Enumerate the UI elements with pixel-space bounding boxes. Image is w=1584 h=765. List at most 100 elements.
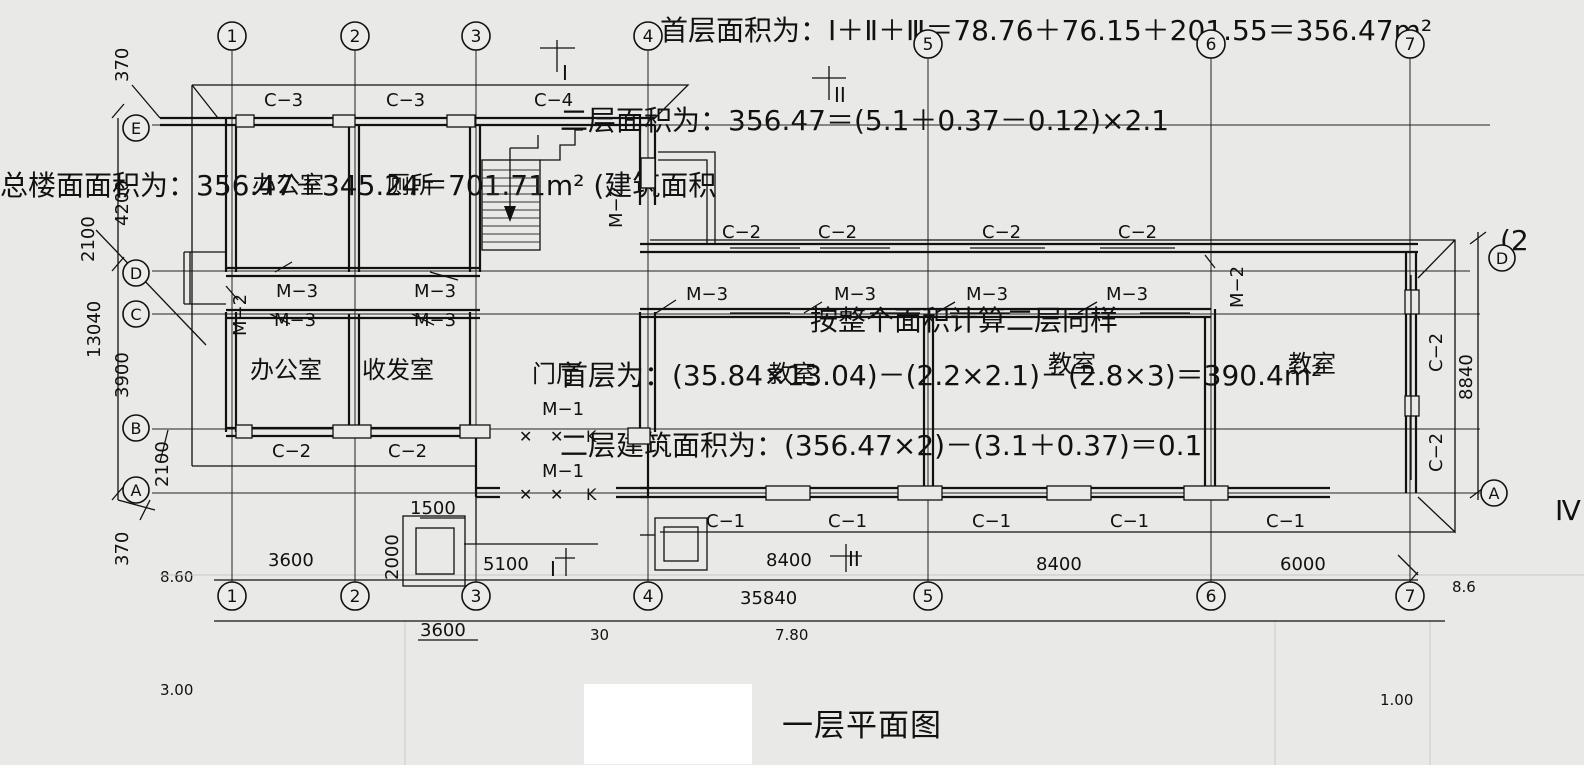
svg-text:3: 3 xyxy=(471,27,482,47)
axis-bubble-1-top: 1 xyxy=(217,21,247,51)
label-c1-4: C−1 xyxy=(1110,511,1149,532)
window-openings xyxy=(235,114,1420,501)
axis-bubble-7-bottom: 7 xyxy=(1395,581,1425,611)
dim-3600-left: 3600 xyxy=(268,550,314,571)
label-c1-5: C−1 xyxy=(1266,511,1305,532)
svg-text:3: 3 xyxy=(471,587,482,607)
dim-3600-porch: 3600 xyxy=(420,620,466,641)
axis-bubble-5-top: 5 xyxy=(913,29,943,59)
axis-bubbles-top: 1 2 3 4 5 6 7 xyxy=(217,21,1425,59)
label-c2-right-1: C−2 xyxy=(1426,333,1447,372)
label-m3-5: M−3 xyxy=(686,284,728,305)
svg-text:A: A xyxy=(1489,484,1500,503)
room-classroom-2: 教室 xyxy=(1048,350,1096,378)
axis-bubble-3-top: 3 xyxy=(461,21,491,51)
label-c2-6: C−2 xyxy=(388,441,427,462)
label-c1-2: C−1 xyxy=(828,511,867,532)
label-c2-1: C−2 xyxy=(722,222,761,243)
axis-bubble-5-bottom: 5 xyxy=(913,581,943,611)
label-m3-4: M−3 xyxy=(414,310,456,331)
section-marks: I II I II xyxy=(540,40,862,581)
section-mark-top-2: II xyxy=(834,83,846,107)
redaction-box xyxy=(584,684,752,764)
axis-bubble-1-bottom: 1 xyxy=(217,581,247,611)
axis-bubble-2-bottom: 2 xyxy=(340,581,370,611)
axis-bubble-2-top: 2 xyxy=(340,21,370,51)
axis-bubble-B: B xyxy=(122,414,150,442)
axis-bubble-A-left: A xyxy=(122,476,150,504)
dim-370-bottom: 370 xyxy=(112,532,133,566)
label-c2-2: C−2 xyxy=(818,222,857,243)
svg-text:5: 5 xyxy=(923,587,934,607)
opening-labels: C−3 C−3 C−4 C−2 C−2 C−2 C−2 C−2 C−2 C−1 … xyxy=(230,90,1447,532)
axis-bubble-4-bottom: 4 xyxy=(633,581,663,611)
axis-bubble-A-right: A xyxy=(1480,479,1508,507)
axis-bubbles-letters: E D C B A D A xyxy=(122,114,1516,507)
axis-bubble-7-top: 7 xyxy=(1395,29,1425,59)
axis-bubble-C: C xyxy=(122,300,150,328)
bleed-num-1: 8.60 xyxy=(160,568,193,586)
label-m3-2: M−3 xyxy=(274,310,316,331)
svg-text:D: D xyxy=(1496,249,1508,268)
svg-text:✕: ✕ xyxy=(550,485,563,504)
dim-2100-left: 2100 xyxy=(78,216,99,262)
axis-bubble-6-bottom: 6 xyxy=(1196,581,1226,611)
svg-text:4: 4 xyxy=(643,27,654,47)
room-office-top: 办公室 xyxy=(252,171,324,199)
room-classroom-1: 教室 xyxy=(768,360,816,388)
bleed-line-6: 首层为：(35.84×13.04)－(2.2×2.1)－(2.8×3)＝390.… xyxy=(560,359,1322,392)
label-c2-3: C−2 xyxy=(982,222,1021,243)
svg-text:2: 2 xyxy=(350,587,361,607)
drawing-caption: 一层平面图 xyxy=(782,708,942,744)
label-c3-b: C−3 xyxy=(386,90,425,111)
dim-2100-bottom: 2100 xyxy=(152,441,173,487)
axis-bubble-3-bottom: 3 xyxy=(461,581,491,611)
svg-text:4: 4 xyxy=(643,587,654,607)
bleed-through-text: 首层面积为：Ⅰ＋Ⅱ＋Ⅲ＝78.76＋76.15＋201.55＝356.47m² … xyxy=(0,14,1584,765)
svg-text:1: 1 xyxy=(227,27,238,47)
dimension-labels: 370 4200 2100 13040 3900 2100 370 1500 2… xyxy=(78,48,1477,641)
axis-bubble-D-right: D xyxy=(1488,244,1516,272)
axis-bubble-E: E xyxy=(122,114,150,142)
label-m3-6: M−3 xyxy=(834,284,876,305)
label-m3-1: M−3 xyxy=(276,281,318,302)
bleed-num-2: 3.00 xyxy=(160,681,193,699)
svg-text:6: 6 xyxy=(1206,587,1217,607)
room-mail-room: 收发室 xyxy=(362,356,434,384)
stair xyxy=(481,129,583,251)
duct-outline xyxy=(640,151,716,244)
bleed-num-4: 30 xyxy=(590,626,609,644)
m1-door-marks: ✕ ✕ K ✕ ✕ K xyxy=(519,427,597,504)
dim-35840: 35840 xyxy=(740,588,797,609)
svg-text:✕: ✕ xyxy=(550,427,563,446)
label-m1-1: M−1 xyxy=(542,399,584,420)
entrance-porch xyxy=(183,251,708,587)
axis-bubbles-bottom: 1 2 3 4 5 6 7 xyxy=(217,581,1425,611)
dim-8840: 8840 xyxy=(1456,354,1477,400)
section-mark-bottom-1: I xyxy=(550,557,556,581)
label-c2-5: C−2 xyxy=(272,441,311,462)
label-m1-2: M−1 xyxy=(542,461,584,482)
svg-text:1: 1 xyxy=(227,587,238,607)
label-c2-4: C−2 xyxy=(1118,222,1157,243)
room-classroom-3: 教室 xyxy=(1288,350,1336,378)
dim-1500: 1500 xyxy=(410,498,456,519)
label-c1-3: C−1 xyxy=(972,511,1011,532)
bleed-num-5: 1.00 xyxy=(1380,691,1413,709)
dimension-lines xyxy=(95,84,1487,641)
dim-8400-1: 8400 xyxy=(766,550,812,571)
room-lobby: 门厅 xyxy=(532,360,580,388)
dim-370-top: 370 xyxy=(112,48,133,82)
section-mark-bottom-2: II xyxy=(848,547,860,571)
svg-text:C: C xyxy=(130,305,141,324)
label-c1-1: C−1 xyxy=(706,511,745,532)
axis-bubble-4-top: 4 xyxy=(633,21,663,51)
svg-text:7: 7 xyxy=(1405,587,1416,607)
svg-text:K: K xyxy=(586,485,597,504)
label-c2-right-2: C−2 xyxy=(1426,433,1447,472)
label-c4: C−4 xyxy=(534,90,573,111)
dim-4200: 4200 xyxy=(112,180,133,226)
label-m2-1: M−2 xyxy=(606,186,627,228)
bleed-line-8: Ⅳ xyxy=(1555,494,1581,527)
